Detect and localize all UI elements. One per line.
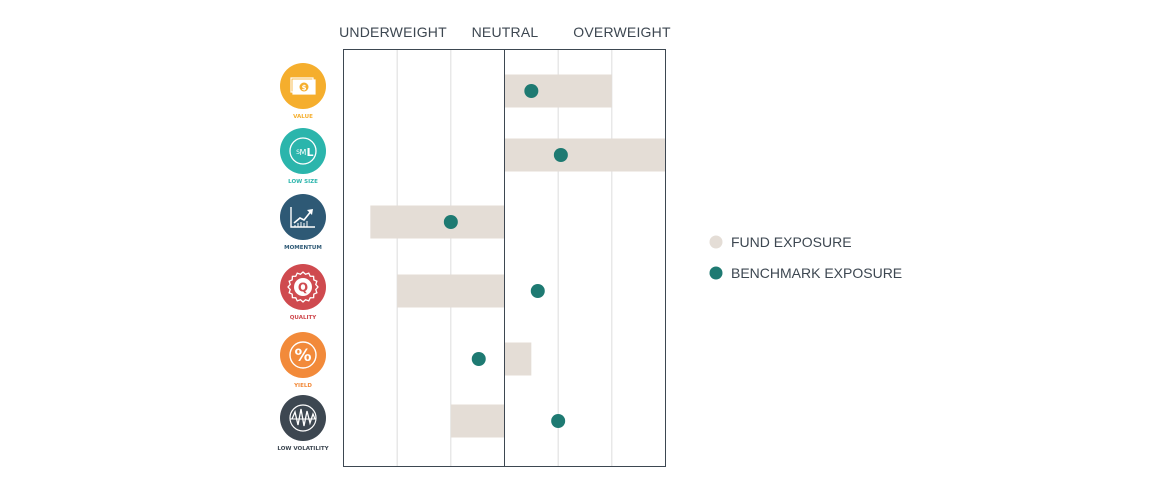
volatility-wave-icon <box>280 395 326 441</box>
dollar-bill-icon: $ <box>280 63 326 109</box>
fund-bar <box>370 205 505 239</box>
svg-text:$: $ <box>302 84 307 92</box>
svg-text:S: S <box>296 149 300 156</box>
svg-text:M: M <box>300 148 307 157</box>
factor-label: LOW SIZE <box>288 179 318 185</box>
fund-bar <box>504 74 612 108</box>
svg-text:L: L <box>306 146 313 159</box>
legend-swatch-fund <box>709 235 723 249</box>
factor-label: MOMENTUM <box>284 245 322 251</box>
legend-label-fund: FUND EXPOSURE <box>731 234 852 250</box>
underweight-label: UNDERWEIGHT <box>339 24 447 40</box>
fund-bar <box>450 404 505 438</box>
benchmark-dot <box>524 84 539 98</box>
fund-bar <box>397 274 505 308</box>
benchmark-exposure-dots <box>443 84 568 428</box>
factor-label: QUALITY <box>290 315 318 321</box>
factor-label: VALUE <box>293 114 313 120</box>
grid <box>396 49 613 467</box>
benchmark-dot <box>443 215 458 229</box>
svg-text:%: % <box>294 346 311 366</box>
fund-bar <box>504 138 666 172</box>
svg-text:Q: Q <box>298 281 308 295</box>
neutral-label: NEUTRAL <box>472 24 539 40</box>
quality-seal-icon: Q <box>280 264 326 310</box>
plot-frame <box>343 49 666 467</box>
percent-icon: % <box>280 332 326 378</box>
factor-label: LOW VOLATILITY <box>277 446 329 452</box>
factor-label: YIELD <box>293 383 312 389</box>
fund-bar <box>504 342 532 376</box>
legend-swatch-benchmark <box>709 266 723 280</box>
overweight-label: OVERWEIGHT <box>573 24 671 40</box>
benchmark-dot <box>551 414 566 428</box>
legend: FUND EXPOSURE BENCHMARK EXPOSURE <box>709 234 902 281</box>
legend-label-benchmark: BENCHMARK EXPOSURE <box>731 265 902 281</box>
fund-exposure-bars <box>370 74 666 438</box>
benchmark-dot <box>553 148 568 162</box>
benchmark-dot <box>530 284 545 298</box>
benchmark-dot <box>471 352 486 366</box>
column-headers: UNDERWEIGHT NEUTRAL OVERWEIGHT <box>339 24 671 40</box>
trend-arrow-icon <box>280 194 326 240</box>
